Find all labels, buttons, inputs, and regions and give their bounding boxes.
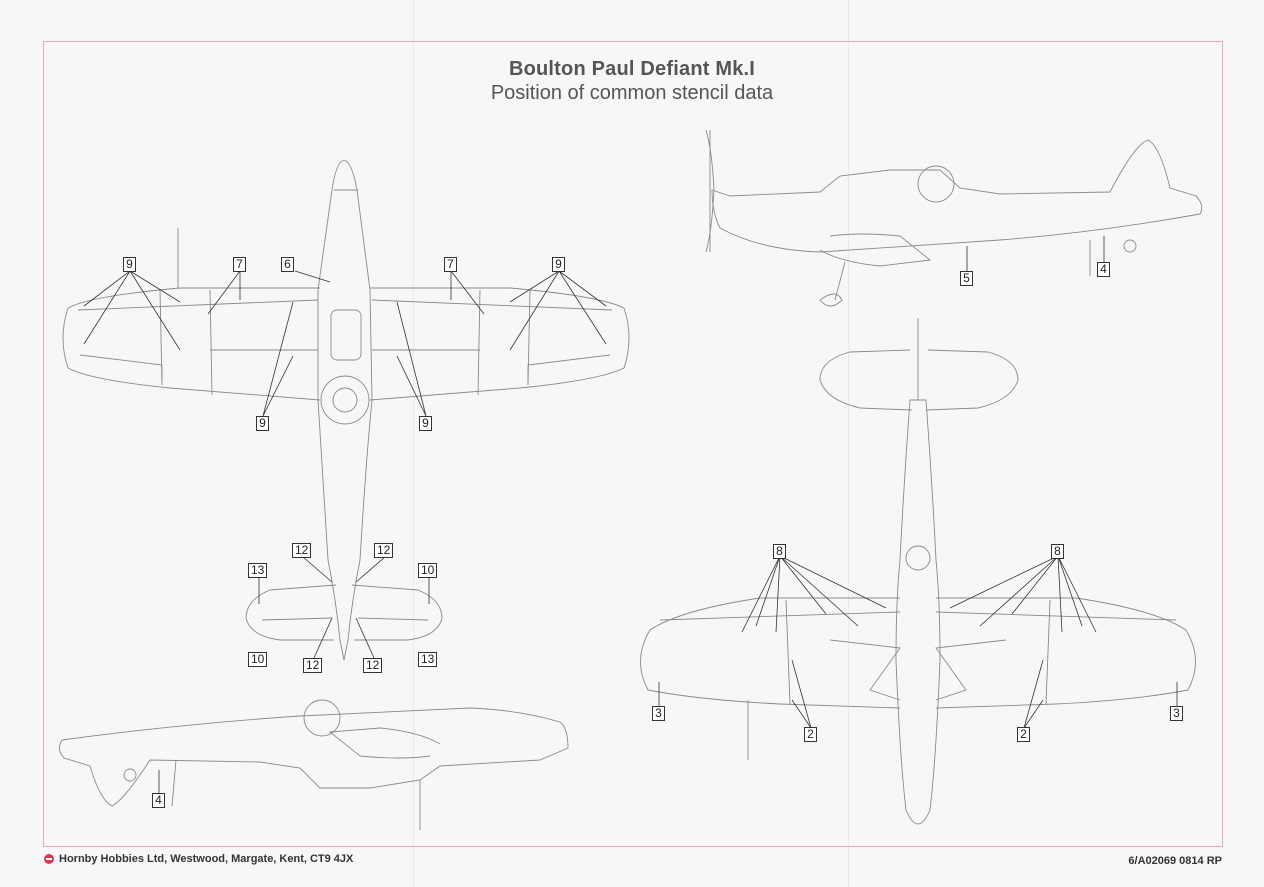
airfix-logo-icon xyxy=(44,854,54,864)
border-frame xyxy=(43,41,1223,847)
leader-lines xyxy=(83,236,1178,794)
callout-tail-10-right: 10 xyxy=(418,563,438,578)
top-view-aircraft xyxy=(62,159,630,661)
callout-tail-12-left: 12 xyxy=(292,543,312,558)
callout-under-2-left: 2 xyxy=(804,727,817,742)
callout-side-left-4: 4 xyxy=(152,793,165,808)
callout-under-8-left: 8 xyxy=(773,544,786,559)
footer-company-text: Hornby Hobbies Ltd, Westwood, Margate, K… xyxy=(59,853,354,865)
callout-under-8-right: 8 xyxy=(1051,544,1064,559)
callout-top-9-low-left: 9 xyxy=(256,416,269,431)
callout-tail-12-low-left: 12 xyxy=(303,658,323,673)
footer-code: 6/A02069 0814 RP xyxy=(1128,855,1222,867)
callout-tail-12-right: 12 xyxy=(374,543,394,558)
callout-tail-12-low-right: 12 xyxy=(363,658,383,673)
callout-top-9-left: 9 xyxy=(123,257,136,272)
fold-line-left xyxy=(413,0,414,887)
callout-tail-13-left: 13 xyxy=(248,563,268,578)
sheet-title: Boulton Paul Defiant Mk.I xyxy=(508,58,756,80)
sheet-subtitle: Position of common stencil data xyxy=(490,82,774,104)
callout-top-9-right: 9 xyxy=(552,257,565,272)
side-view-right-aircraft xyxy=(705,129,1203,307)
callout-top-9-low-right: 9 xyxy=(419,416,432,431)
callout-top-7-right: 7 xyxy=(444,257,457,272)
callout-under-3-right: 3 xyxy=(1170,706,1183,721)
callout-under-3-left: 3 xyxy=(652,706,665,721)
callout-side-right-5: 5 xyxy=(960,271,973,286)
callout-under-2-right: 2 xyxy=(1017,727,1030,742)
callout-tail-10-left: 10 xyxy=(248,652,268,667)
callout-top-6: 6 xyxy=(281,257,294,272)
footer-company: Hornby Hobbies Ltd, Westwood, Margate, K… xyxy=(44,853,353,865)
callout-tail-13-right: 13 xyxy=(418,652,438,667)
callout-top-7-left: 7 xyxy=(233,257,246,272)
callout-side-right-4: 4 xyxy=(1097,262,1110,277)
fold-line-right xyxy=(848,0,849,887)
side-view-left-aircraft xyxy=(59,699,569,830)
underside-view-aircraft xyxy=(640,318,1196,825)
